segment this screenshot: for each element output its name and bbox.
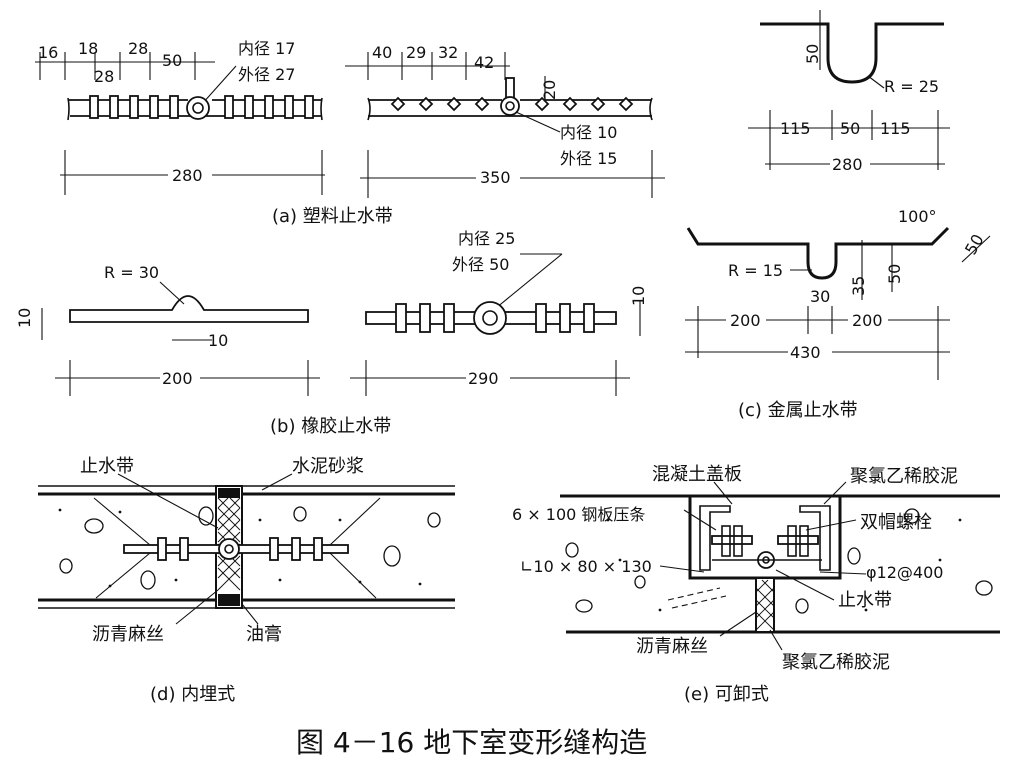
radius-25: R = 25: [884, 77, 939, 96]
outer-diameter-50: 外径 50: [452, 255, 509, 274]
panel-c-bottom: 100° 50 R = 15 35 50 30 200 200 430: [685, 207, 991, 380]
angle-100: 100°: [898, 207, 937, 226]
panel-d: 止水带 水泥砂浆 沥青麻丝 油膏: [38, 456, 455, 645]
dim-18: 18: [78, 39, 98, 58]
figure-title: 图 4－16 地下室变形缝构造: [296, 726, 647, 759]
dim-28-lower: 28: [94, 67, 114, 86]
thickness-10: 10: [15, 308, 34, 328]
label-plate: 6 × 100 钢板压条: [512, 505, 645, 524]
dim-200-right: 200: [852, 311, 883, 330]
label-angle: ∟10 × 80 × 130: [520, 557, 652, 576]
radius-15: R = 15: [728, 261, 783, 280]
dim-115-left: 115: [780, 119, 811, 138]
outer-diameter-label: 外径 27: [238, 65, 295, 84]
outer-diameter-15: 外径 15: [560, 149, 617, 168]
inner-diameter-10: 内径 10: [560, 123, 617, 142]
depth-50: 50: [803, 44, 822, 64]
d35: 35: [849, 276, 868, 296]
dim-200-left: 200: [730, 311, 761, 330]
caption-b: (b) 橡胶止水带: [270, 416, 391, 437]
label-mortar: 水泥砂浆: [292, 456, 364, 477]
dim-28: 28: [128, 39, 148, 58]
dim-50: 50: [162, 51, 182, 70]
panel-c-top: 50 R = 25 115 50 115 280: [748, 10, 950, 174]
total-350: 350: [480, 168, 511, 187]
dim-29: 29: [406, 43, 426, 62]
caption-e: (e) 可卸式: [684, 684, 769, 705]
panel-b-right: 内径 25 外径 50 10 290: [350, 229, 648, 396]
caption-c: (c) 金属止水带: [738, 400, 858, 421]
radius-30: R = 30: [104, 263, 159, 282]
panel-e: 混凝土盖板 聚氯乙稀胶泥 6 × 100 钢板压条 双帽螺栓 ∟10 × 80 …: [512, 464, 1000, 673]
label-bolt: 双帽螺栓: [860, 512, 932, 533]
total-280-c: 280: [832, 155, 863, 174]
inner-diameter-25: 内径 25: [458, 229, 515, 248]
total-430: 430: [790, 343, 821, 362]
dim-20: 20: [540, 80, 559, 100]
edge-50: 50: [961, 231, 988, 258]
dim-40: 40: [372, 43, 392, 62]
dim-32: 32: [438, 43, 458, 62]
panel-b-left: R = 30 10 10 200: [15, 263, 320, 396]
label-putty: 油膏: [246, 623, 282, 645]
label-pvc-bottom: 聚氯乙稀胶泥: [782, 652, 890, 673]
label-pvc-top: 聚氯乙稀胶泥: [850, 466, 958, 487]
thickness-10-right: 10: [629, 286, 648, 306]
d30: 30: [810, 287, 830, 306]
dim-42: 42: [474, 53, 494, 72]
caption-d: (d) 内埋式: [150, 684, 235, 705]
total-200: 200: [162, 369, 193, 388]
label-cover: 混凝土盖板: [652, 464, 742, 485]
total-290: 290: [468, 369, 499, 388]
label-rebar: φ12@400: [866, 563, 943, 582]
label-waterstop-e: 止水带: [838, 590, 892, 611]
d50: 50: [885, 264, 904, 284]
dim-50-mid: 50: [840, 119, 860, 138]
dim-115-right: 115: [880, 119, 911, 138]
label-waterstop-d: 止水带: [80, 456, 134, 477]
label-asphalt-e: 沥青麻丝: [636, 636, 708, 657]
dim-16: 16: [38, 43, 58, 62]
gap-10: 10: [208, 331, 228, 350]
panel-a-left: 16 18 28 50 28 内径 17 外径 27 280: [35, 39, 325, 195]
inner-diameter-label: 内径 17: [238, 39, 295, 58]
total-280: 280: [172, 166, 203, 185]
label-asphalt-d: 沥青麻丝: [92, 624, 164, 645]
panel-a-right: 40 29 32 42 20 内径 10 外径 15 350: [345, 43, 665, 198]
caption-a: (a) 塑料止水带: [272, 206, 393, 227]
